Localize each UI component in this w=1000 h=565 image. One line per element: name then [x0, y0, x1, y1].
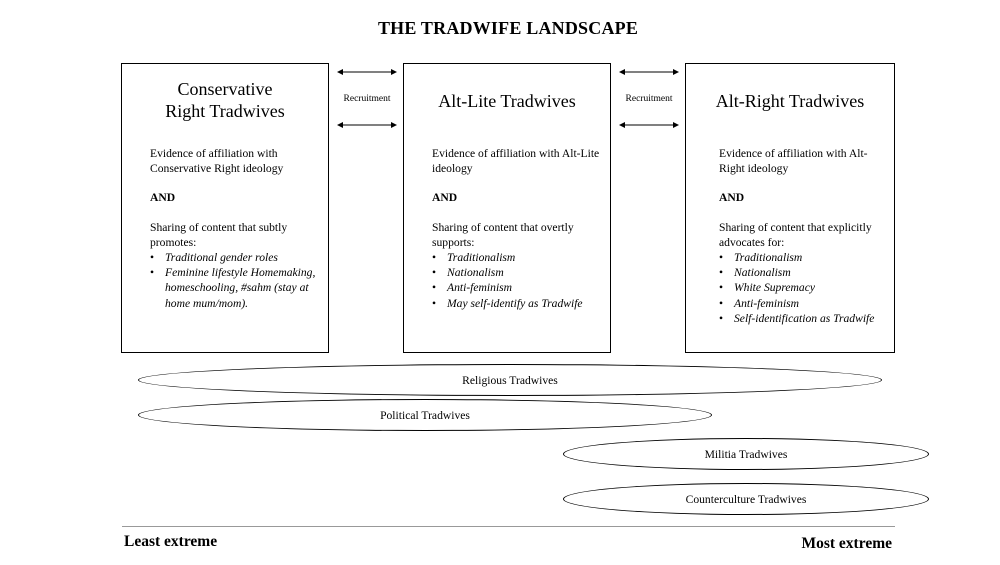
trait-list: Traditional gender roles Feminine lifest… — [150, 250, 320, 311]
political-tradwives-ellipse: Political Tradwives — [138, 399, 712, 431]
box-title-line: Alt-Right Tradwives — [715, 91, 865, 111]
box-title-line: Conservative — [177, 79, 273, 99]
trait-item: Traditional gender roles — [150, 250, 320, 265]
and-label: AND — [432, 191, 458, 205]
militia-tradwives-ellipse: Militia Tradwives — [563, 438, 929, 470]
box-title: Alt-Right Tradwives — [686, 90, 894, 112]
double-arrow-icon — [337, 69, 397, 128]
evidence-text: Evidence of affiliation with Conservativ… — [150, 147, 284, 176]
and-label: AND — [719, 191, 745, 205]
sharing-text: Sharing of content that subtly promotes: — [150, 220, 288, 249]
extremity-scale-line — [122, 526, 895, 527]
box-title-line: Alt-Lite Tradwives — [438, 91, 576, 111]
ellipse-label: Religious Tradwives — [462, 373, 558, 387]
box-title-line: Right Tradwives — [165, 101, 285, 121]
box-title: Conservative Right Tradwives — [122, 78, 328, 122]
trait-list: Traditionalism Nationalism Anti-feminism… — [432, 250, 602, 311]
recruitment-label: Recruitment — [625, 94, 673, 104]
box-title: Alt-Lite Tradwives — [404, 90, 610, 112]
trait-item: Traditionalism — [432, 250, 602, 265]
ellipse-label: Militia Tradwives — [704, 447, 788, 461]
most-extreme-label: Most extreme — [801, 535, 892, 552]
counterculture-tradwives-ellipse: Counterculture Tradwives — [563, 483, 929, 515]
trait-item: Self-identification as Tradwife — [719, 311, 886, 326]
alt-right-box: Alt-Right Tradwives Evidence of affiliat… — [685, 63, 895, 353]
trait-item: May self-identify as Tradwife — [432, 296, 602, 311]
and-label: AND — [150, 191, 176, 205]
ellipse-label: Counterculture Tradwives — [685, 492, 807, 506]
least-extreme-label: Least extreme — [124, 533, 218, 550]
trait-item: Anti-feminism — [432, 280, 602, 295]
ellipse-label: Political Tradwives — [380, 408, 470, 422]
box-body: Evidence of affiliation with Alt-Right i… — [719, 146, 886, 326]
trait-item: White Supremacy — [719, 280, 886, 295]
recruitment-connector: Recruitment — [614, 66, 684, 132]
religious-tradwives-ellipse: Religious Tradwives — [138, 364, 882, 396]
trait-item: Anti-feminism — [719, 296, 886, 311]
trait-list: Traditionalism Nationalism White Suprema… — [719, 250, 886, 326]
trait-item: Feminine lifestyle Homemaking, homeschoo… — [150, 265, 320, 311]
recruitment-connector: Recruitment — [332, 66, 402, 132]
sharing-text: Sharing of content that overtly supports… — [432, 220, 574, 249]
diagram-title: THE TRADWIFE LANDSCAPE — [377, 18, 639, 38]
trait-item: Traditionalism — [719, 250, 886, 265]
sharing-text: Sharing of content that explicitly advoc… — [719, 220, 872, 249]
evidence-text: Evidence of affiliation with Alt-Right i… — [719, 147, 868, 176]
alt-lite-box: Alt-Lite Tradwives Evidence of affiliati… — [403, 63, 611, 353]
box-body: Evidence of affiliation with Conservativ… — [150, 146, 320, 311]
evidence-text: Evidence of affiliation with Alt-Lite id… — [432, 147, 600, 176]
box-body: Evidence of affiliation with Alt-Lite id… — [432, 146, 602, 311]
trait-item: Nationalism — [719, 265, 886, 280]
double-arrow-icon — [619, 69, 679, 128]
recruitment-label: Recruitment — [343, 94, 391, 104]
conservative-right-box: Conservative Right Tradwives Evidence of… — [121, 63, 329, 353]
trait-item: Nationalism — [432, 265, 602, 280]
